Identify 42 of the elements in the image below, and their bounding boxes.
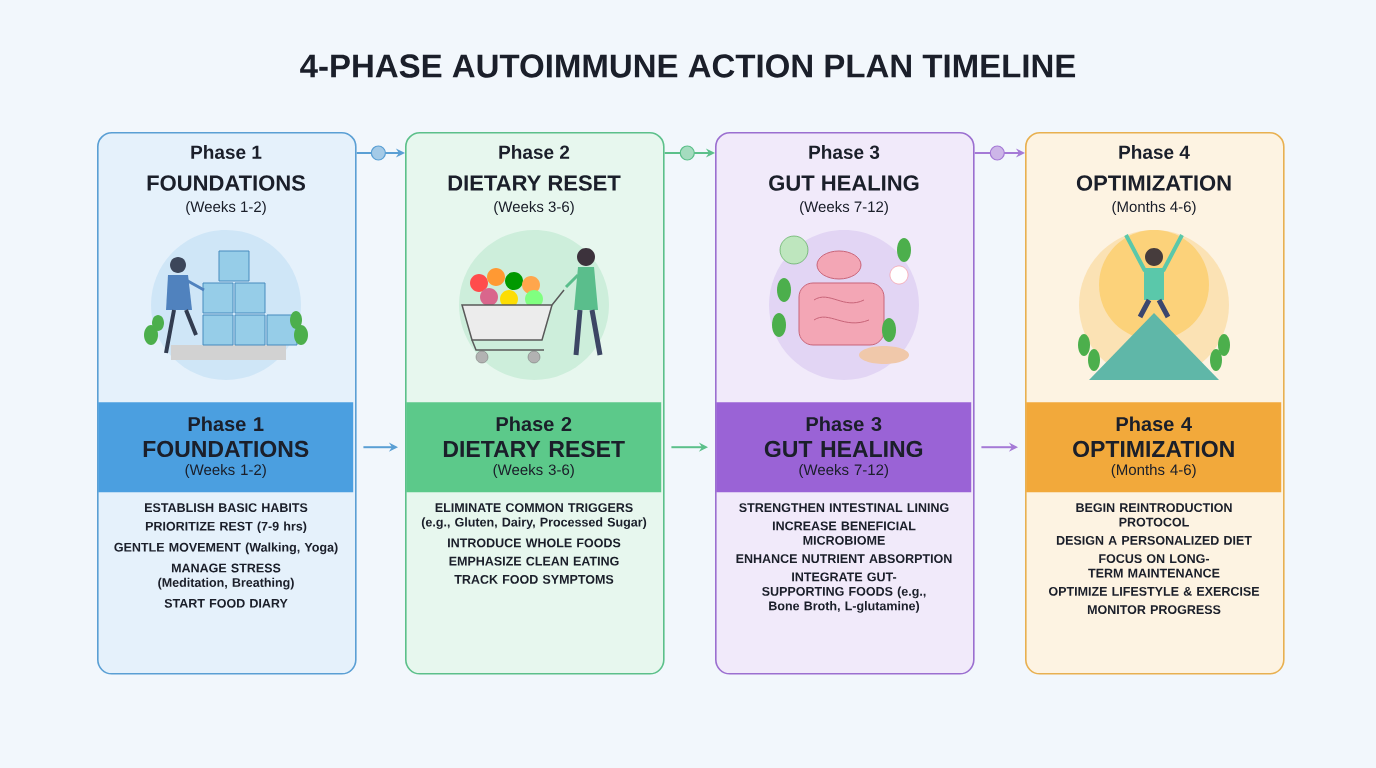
task-item: INTEGRATE GUT-SUPPORTING FOODS (e.g., Bone Broth, L-glutamine) [762, 572, 926, 613]
task-item: INCREASE BENEFICIAL MICROBIOME [772, 521, 916, 545]
phase-banner: Phase 1 FOUNDATIONS (Weeks 1-2) [98, 402, 354, 493]
phase-number: Phase 2 [499, 145, 570, 159]
task-item: ESTABLISH BASIC HABITS [145, 503, 308, 513]
task-item: ELIMINATE COMMON TRIGGERS (e.g., Gluten, Dairy, Processed Sugar) [421, 503, 647, 530]
connector-arrow [663, 145, 715, 161]
grocery-cart-drawing [459, 230, 609, 380]
phase-number: Phase 1 [191, 145, 262, 159]
phase-name: OPTIMIZATION [1076, 175, 1231, 191]
connector-arrow [355, 145, 405, 161]
task-item: ENHANCE NUTRIENT ABSORPTION [736, 554, 952, 564]
phase-name: FOUNDATIONS [147, 175, 305, 191]
task-item: DESIGN A PERSONALIZED DIET [1056, 535, 1252, 545]
title: 4-PHASE AUTOIMMUNE ACTION PLAN TIMELINE [300, 54, 1076, 78]
digestive-system-drawing [769, 230, 919, 380]
task-item: OPTIMIZE LIFESTYLE & EXERCISE [1048, 586, 1260, 596]
mountain-summit-drawing [1078, 230, 1230, 380]
phase-banner: Phase 4 OPTIMIZATION (Months 4-6) [1026, 402, 1282, 493]
task-item: MONITOR PROGRESS [1087, 605, 1221, 615]
task-item: MANAGE STRESS (Meditation, Breathing) [158, 563, 294, 590]
phase-number: Phase 4 [1119, 145, 1190, 159]
task-item: GENTLE MOVEMENT (Walking, Yoga) [114, 542, 338, 555]
phase-duration: (Weeks 3-6) [494, 201, 574, 215]
task-item: TRACK FOOD SYMPTOMS [454, 575, 614, 584]
task-item: FOCUS ON LONG-TERM MAINTENANCE [1088, 554, 1220, 578]
task-item: PRIORITIZE REST (7-9 hrs) [145, 521, 307, 534]
phase-name: DIETARY RESET [448, 175, 621, 191]
phase-duration: (Weeks 1-2) [186, 201, 266, 215]
task-item: EMPHASIZE CLEAN EATING [449, 556, 619, 566]
task-item: INTRODUCE WHOLE FOODS [448, 538, 621, 548]
phase-name: GUT HEALING [769, 175, 919, 191]
block-stacking-drawing [144, 230, 308, 380]
phase-banner: Phase 2 DIETARY RESET (Weeks 3-6) [406, 402, 662, 493]
task-item: BEGIN REINTRODUCTION PROTOCOL [1076, 503, 1232, 527]
phase-duration: (Weeks 7-12) [800, 201, 888, 215]
task-item: STRENGTHEN INTESTINAL LINING [739, 503, 949, 513]
task-item: START FOOD DIARY [164, 598, 288, 608]
phase-banner: Phase 3 GUT HEALING (Weeks 7-12) [716, 402, 972, 493]
phase-duration: (Months 4-6) [1112, 201, 1196, 215]
connector-arrow [973, 145, 1025, 161]
phase-number: Phase 3 [809, 145, 880, 159]
